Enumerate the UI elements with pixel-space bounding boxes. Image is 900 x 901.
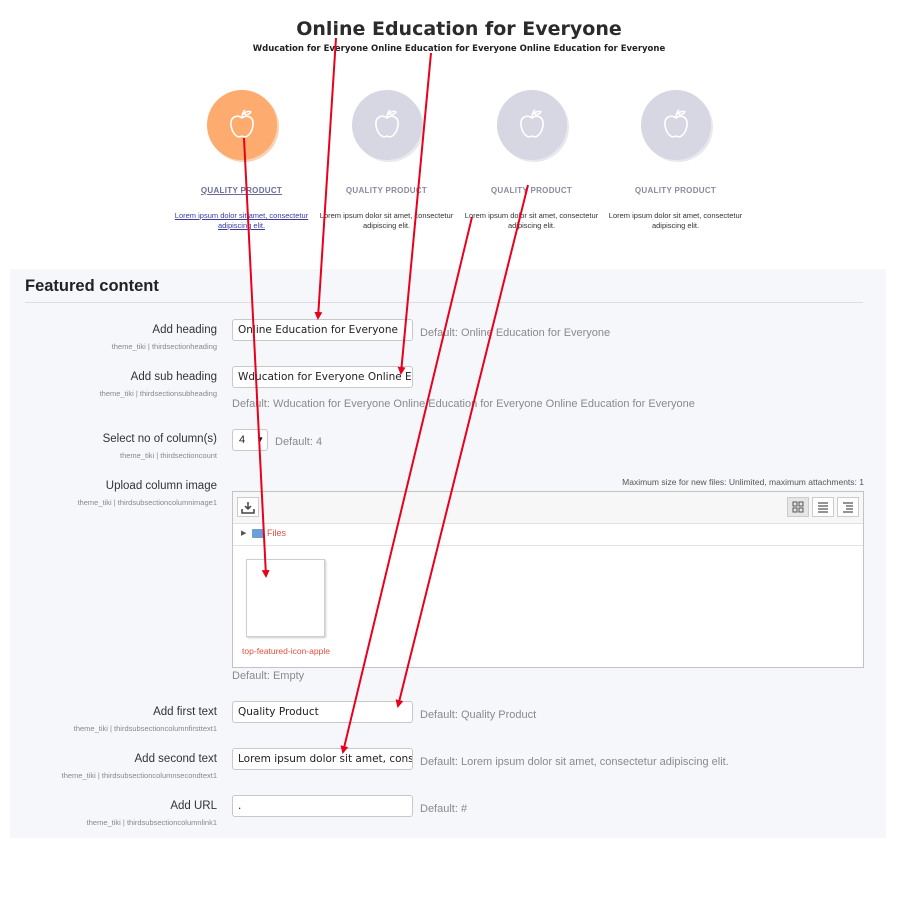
first-text-input[interactable]: Quality Product — [232, 701, 413, 723]
upload-label: Upload column image — [105, 480, 217, 492]
panel-divider — [25, 302, 863, 303]
featured-content-panel: Featured content Add heading theme_tiki … — [10, 269, 886, 838]
column-text-4: Lorem ipsum dolor sit amet, consectetur … — [608, 211, 743, 230]
subheading-default: Default: Wducation for Everyone Online E… — [232, 398, 695, 410]
column-image-1[interactable] — [206, 90, 277, 160]
url-hint: theme_tiki | thirdsubsectioncolumnlink1 — [86, 818, 217, 827]
column-count-hint: theme_tiki | thirdsectioncount — [120, 451, 217, 460]
second-text-input[interactable]: Lorem ipsum dolor sit amet, consectetur … — [232, 748, 413, 770]
upload-default: Default: Empty — [232, 670, 305, 682]
panel-title: Featured content — [25, 277, 159, 295]
preview-subheading: Wducation for Everyone Online Education … — [252, 44, 666, 54]
subheading-input[interactable]: Wducation for Everyone Online Education … — [232, 366, 413, 388]
files-folder-label[interactable]: Files — [267, 528, 287, 538]
upload-toolbar — [233, 492, 863, 524]
subheading-label: Add sub heading — [130, 371, 217, 383]
heading-label: Add heading — [152, 324, 217, 336]
apple-icon — [663, 109, 688, 138]
column-title-1[interactable]: QUALITY PRODUCT — [200, 186, 283, 195]
url-label: Add URL — [170, 800, 217, 812]
list-view-button[interactable] — [812, 497, 834, 517]
preview-column-2: QUALITY PRODUCT Lorem ipsum dolor sit am… — [314, 90, 459, 231]
expand-triangle-icon[interactable]: ▶ — [241, 530, 247, 537]
upload-size-note: Maximum size for new files: Unlimited, m… — [622, 477, 864, 487]
tree-view-button[interactable] — [837, 497, 859, 517]
first-text-default: Default: Quality Product — [420, 709, 537, 721]
column-title-2: QUALITY PRODUCT — [345, 186, 428, 195]
column-text-1[interactable]: Lorem ipsum dolor sit amet, consectetur … — [174, 211, 309, 230]
second-text-label: Add second text — [134, 753, 217, 765]
heading-default: Default: Online Education for Everyone — [420, 327, 611, 339]
preview-column-3: QUALITY PRODUCT Lorem ipsum dolor sit am… — [459, 90, 604, 231]
first-text-label: Add first text — [153, 706, 217, 718]
preview-column-4: QUALITY PRODUCT Lorem ipsum dolor sit am… — [603, 90, 748, 231]
files-folder-row[interactable]: ▶ Files — [233, 523, 863, 546]
column-title-3: QUALITY PRODUCT — [490, 186, 573, 195]
second-text-default: Default: Lorem ipsum dolor sit amet, con… — [420, 756, 729, 768]
column-text-2: Lorem ipsum dolor sit amet, consectetur … — [319, 211, 454, 230]
column-count-label: Select no of column(s) — [102, 433, 217, 445]
apple-icon — [519, 109, 544, 138]
apple-icon — [374, 109, 399, 138]
url-input[interactable]: . — [232, 795, 413, 817]
column-text-3: Lorem ipsum dolor sit amet, consectetur … — [464, 211, 599, 230]
first-text-hint: theme_tiki | thirdsubsectioncolumnfirstt… — [73, 724, 217, 733]
preview-heading: Online Education for Everyone — [296, 18, 622, 40]
column-image-2 — [351, 90, 422, 160]
preview-column-1: QUALITY PRODUCT Lorem ipsum dolor sit am… — [169, 90, 314, 231]
upload-button[interactable] — [237, 497, 259, 517]
column-image-3 — [496, 90, 567, 160]
grid-view-icon — [792, 501, 804, 513]
download-tray-icon — [241, 501, 255, 514]
url-default: Default: # — [420, 803, 468, 815]
column-title-4: QUALITY PRODUCT — [634, 186, 717, 195]
subheading-hint: theme_tiki | thirdsectionsubheading — [99, 389, 217, 398]
folder-icon — [252, 529, 264, 538]
column-count-default: Default: 4 — [275, 436, 323, 448]
apple-icon — [229, 109, 254, 138]
heading-input[interactable]: Online Education for Everyone — [232, 319, 413, 341]
heading-hint: theme_tiki | thirdsectionheading — [111, 342, 217, 351]
grid-view-button[interactable] — [787, 497, 809, 517]
file-thumbnail[interactable] — [246, 559, 325, 637]
list-view-icon — [818, 502, 828, 513]
featured-preview: Online Education for Everyone Wducation … — [0, 0, 900, 268]
column-count-select[interactable]: 4 ▼ — [232, 429, 268, 451]
dropdown-arrow-icon: ▼ — [256, 435, 264, 444]
file-name[interactable]: top-featured-icon-apple — [242, 646, 330, 656]
second-text-hint: theme_tiki | thirdsubsectioncolumnsecond… — [61, 771, 217, 780]
file-upload-box: ▶ Files top-featured-icon-apple — [232, 491, 864, 668]
tree-view-icon — [843, 502, 853, 513]
column-image-4 — [640, 90, 711, 160]
column-count-value: 4 — [239, 434, 246, 446]
upload-hint: theme_tiki | thirdsubsectioncolumnimage1 — [77, 498, 217, 507]
